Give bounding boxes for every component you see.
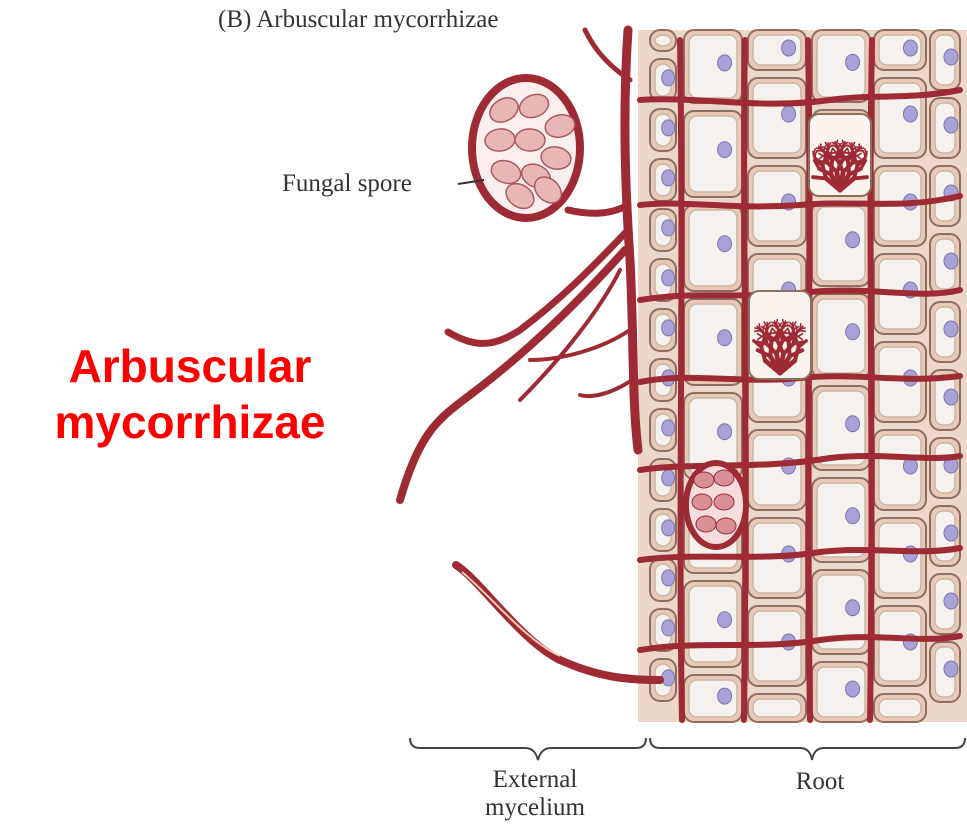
- arbuscule-branch: [759, 324, 760, 329]
- vesicle-inner-cells: [692, 470, 736, 534]
- arbuscule-branch: [821, 144, 822, 149]
- hypha: [744, 40, 745, 720]
- cell-nucleus: [944, 389, 958, 405]
- cell-vacuole: [753, 699, 801, 717]
- vesicle-granule: [694, 472, 714, 488]
- cell-nucleus: [718, 236, 732, 252]
- cell-nucleus: [718, 424, 732, 440]
- vesicle-granule: [716, 518, 736, 534]
- cell-nucleus: [944, 661, 958, 677]
- cell-nucleus: [944, 525, 958, 541]
- arbuscule-branch: [837, 140, 838, 145]
- spore-granule: [515, 128, 546, 151]
- fungal-spore-label: Fungal spore: [282, 170, 412, 198]
- cell-nucleus: [662, 570, 675, 586]
- hypha: [580, 380, 632, 396]
- vesicle-granule: [696, 516, 716, 532]
- cell-nucleus: [718, 612, 732, 628]
- hypha: [400, 250, 625, 500]
- cell-nucleus: [846, 508, 860, 524]
- cell-nucleus: [718, 688, 732, 704]
- cell-nucleus: [662, 670, 675, 686]
- cell-nucleus: [662, 470, 675, 486]
- external-mycelium-label-line2: mycelium: [440, 794, 630, 822]
- cell-nucleus: [662, 620, 675, 636]
- hypha-lumen: [462, 572, 560, 656]
- vesicle: [686, 463, 746, 547]
- cell-nucleus: [662, 270, 675, 286]
- arbuscule-branch: [827, 145, 828, 150]
- cell-vacuole: [879, 699, 921, 717]
- cell-nucleus: [782, 40, 796, 56]
- cell-nucleus: [662, 420, 675, 436]
- cell-nucleus: [718, 142, 732, 158]
- cell-nucleus: [846, 324, 860, 340]
- external-mycelium-brace: [410, 738, 646, 760]
- cell-nucleus: [846, 416, 860, 432]
- hypha: [568, 205, 628, 213]
- slide-title-line2: mycorrhizae: [20, 394, 360, 450]
- cell-nucleus: [944, 253, 958, 269]
- hypha: [625, 30, 638, 450]
- arbuscule-branch: [842, 147, 843, 154]
- cell-nucleus: [662, 120, 675, 136]
- hypha: [448, 230, 628, 343]
- cell-nucleus: [662, 520, 675, 536]
- vesicle-granule: [692, 494, 712, 510]
- cell-nucleus: [662, 170, 675, 186]
- cell-nucleus: [944, 117, 958, 133]
- hypha: [680, 40, 682, 720]
- arbuscule-branch: [766, 324, 767, 329]
- cell-nucleus: [662, 220, 675, 236]
- fungal-spore: [472, 78, 580, 218]
- arbuscule-branch: [800, 331, 805, 332]
- hypha: [456, 565, 660, 680]
- cell-nucleus: [718, 55, 732, 71]
- vesicle-granule: [714, 470, 734, 486]
- cell-nucleus: [846, 232, 860, 248]
- cell-nucleus: [846, 54, 860, 70]
- cell-nucleus: [903, 106, 917, 122]
- root-label: Root: [760, 768, 880, 796]
- cell-nucleus: [846, 681, 860, 697]
- cell-nucleus: [944, 321, 958, 337]
- cell-nucleus: [846, 600, 860, 616]
- cell-nucleus: [944, 49, 958, 65]
- external-mycelium-label-line1: External: [440, 766, 630, 794]
- cell-vacuole: [655, 35, 671, 46]
- panel-title: (B) Arbuscular mycorrhizae: [218, 6, 498, 34]
- root-brace: [650, 738, 965, 760]
- arbuscule-branch: [782, 327, 783, 334]
- cell-nucleus: [944, 593, 958, 609]
- slide-title-line1: Arbuscular: [20, 338, 360, 394]
- vesicle-granule: [714, 494, 734, 510]
- cell-nucleus: [662, 70, 675, 86]
- arbuscule-branch: [854, 177, 867, 178]
- external-mycelium-label: External mycelium: [440, 766, 630, 822]
- arbuscule-branch: [776, 320, 777, 325]
- slide-title: Arbuscular mycorrhizae: [20, 338, 360, 450]
- cell-nucleus: [662, 320, 675, 336]
- arbuscule-branch: [813, 152, 814, 157]
- cell-nucleus: [782, 106, 796, 122]
- cell-nucleus: [718, 330, 732, 346]
- cell-nucleus: [903, 40, 917, 56]
